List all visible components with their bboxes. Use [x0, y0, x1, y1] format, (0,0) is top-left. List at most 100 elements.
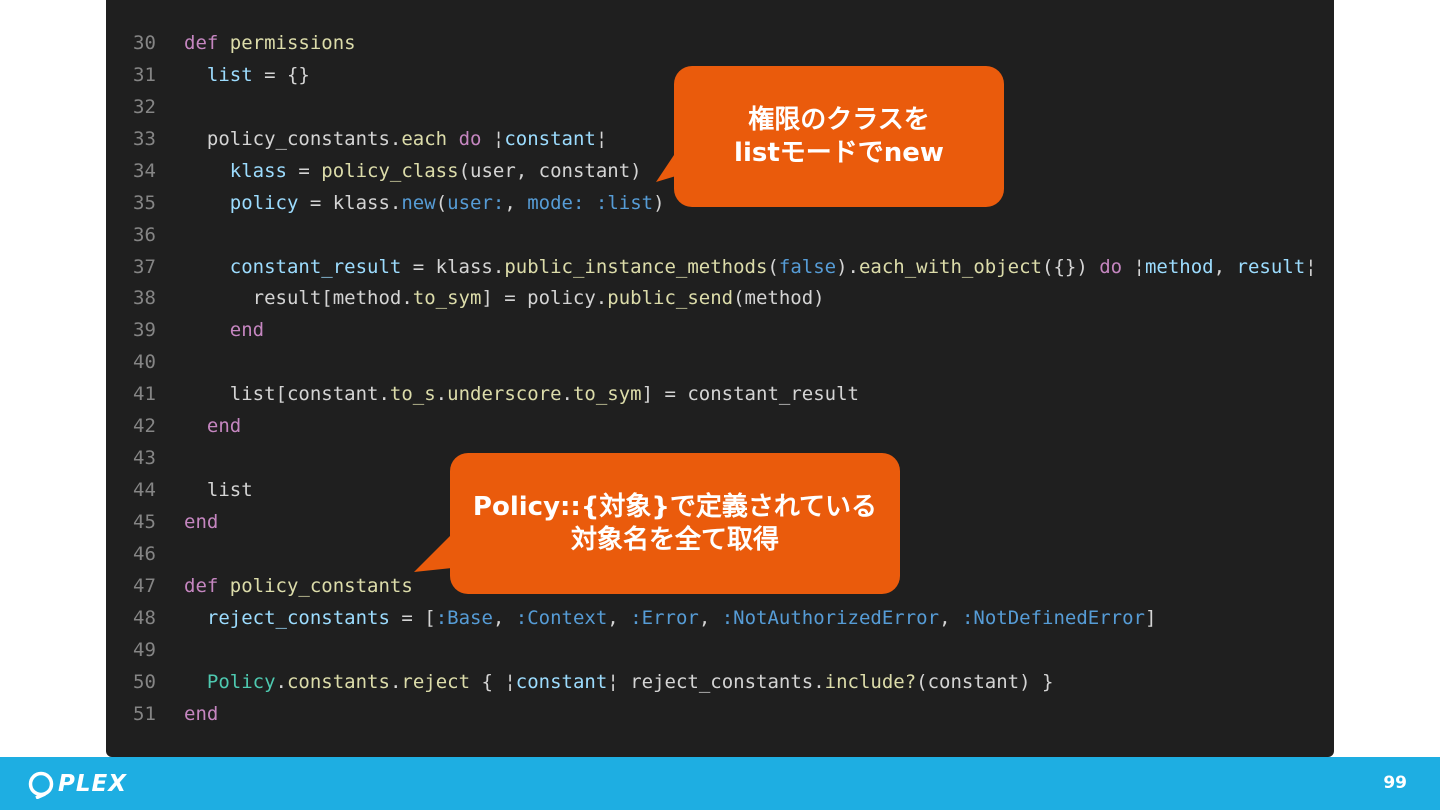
- code-token: policy: [229, 191, 299, 214]
- callout-line: Policy::{対象}で定義されている: [472, 491, 878, 522]
- line-number: 43: [133, 447, 156, 470]
- code-token: [184, 671, 207, 693]
- callout-pointer: [656, 152, 676, 182]
- code-token: [218, 575, 229, 597]
- line-number: 38: [133, 287, 156, 310]
- code-text: policy_constants.each do ¦constant¦: [184, 123, 607, 155]
- code-text: list = {}: [184, 59, 310, 91]
- code-text: result[method.to_sym] = policy.public_se…: [184, 282, 825, 314]
- line-number: 31: [133, 63, 156, 86]
- code-token: do: [458, 127, 482, 150]
- code-token: =: [286, 159, 322, 182]
- code-token: list: [206, 63, 253, 86]
- code-token: end: [184, 702, 219, 725]
- code-token: permissions: [229, 32, 356, 54]
- line-number: 44: [133, 479, 156, 502]
- footer-bar: PLEX 99: [0, 757, 1440, 810]
- code-token: [184, 319, 230, 341]
- code-token: result: [1236, 255, 1306, 278]
- code-token: to_sym: [412, 287, 482, 310]
- code-token: Policy: [206, 670, 276, 693]
- code-token: .: [275, 670, 287, 693]
- code-token: list[constant.: [184, 383, 390, 406]
- code-token: def: [184, 574, 219, 597]
- line-number: 30: [133, 32, 156, 54]
- code-line: 49: [106, 634, 1334, 666]
- code-token: [184, 607, 207, 629]
- code-token: ,: [492, 606, 516, 629]
- code-line: 43: [106, 442, 1334, 474]
- code-token: constant: [515, 670, 608, 693]
- line-number: 48: [133, 606, 156, 629]
- line-number: 42: [133, 415, 156, 438]
- code-token: ).: [836, 255, 859, 278]
- line-number: 33: [133, 127, 156, 150]
- code-text: list: [184, 474, 253, 506]
- code-line: 48 reject_constants = [:Base, :Context, …: [106, 602, 1334, 634]
- code-line: 40: [106, 346, 1334, 378]
- code-token: end: [206, 415, 242, 438]
- code-line: 42 end: [106, 410, 1334, 442]
- code-token: ,: [1213, 255, 1237, 278]
- code-line: 44 list: [106, 474, 1334, 506]
- code-token: ]: [1144, 606, 1157, 629]
- code-text: klass = policy_class(user, constant): [184, 155, 642, 187]
- code-line: 41 list[constant.to_s.underscore.to_sym]…: [106, 378, 1334, 410]
- plex-logo: PLEX: [26, 769, 127, 799]
- code-text: list[constant.to_s.underscore.to_sym] = …: [184, 378, 859, 410]
- line-number: 40: [133, 351, 156, 374]
- code-token: public_instance_methods: [504, 255, 768, 278]
- code-token: [184, 415, 207, 437]
- code-line: 39 end: [106, 314, 1334, 346]
- code-token: ¦: [1122, 255, 1145, 278]
- code-token: = klass.: [401, 255, 505, 278]
- code-token: [584, 192, 595, 214]
- code-text: reject_constants = [:Base, :Context, :Er…: [184, 602, 1157, 634]
- callout-line: listモードでnew: [734, 137, 944, 168]
- code-token: ,: [504, 191, 528, 214]
- code-token: [184, 64, 207, 86]
- code-token: = klass.: [298, 191, 402, 214]
- code-token: ,: [698, 606, 722, 629]
- code-token: ¦ reject_constants.: [607, 670, 825, 693]
- line-number: 37: [133, 255, 156, 278]
- code-token: .: [389, 670, 402, 693]
- code-text: def policy_constants: [184, 570, 413, 602]
- code-text: end: [184, 410, 241, 442]
- code-token: ,: [939, 606, 962, 629]
- code-token: end: [229, 319, 265, 342]
- line-number: 36: [133, 223, 156, 246]
- callout-line: 対象名を全て取得: [570, 524, 779, 555]
- code-token: list: [184, 479, 253, 502]
- code-token: result[method.: [184, 287, 413, 310]
- code-token: ¦: [1305, 255, 1317, 278]
- code-token: underscore: [447, 383, 562, 406]
- code-token: :NotAuthorizedError: [721, 606, 940, 629]
- code-line: 51 end: [106, 698, 1334, 730]
- code-token: = {}: [252, 63, 310, 86]
- code-token: include?: [824, 670, 917, 693]
- code-token: (constant) }: [916, 670, 1054, 693]
- line-number: 46: [133, 542, 156, 565]
- code-token: do: [1099, 255, 1123, 278]
- code-token: :Base: [435, 606, 493, 629]
- code-token: each: [401, 127, 448, 150]
- code-token: user:: [447, 191, 505, 214]
- callout-line: 権限のクラスを: [748, 104, 930, 135]
- code-token: :NotDefinedError: [961, 606, 1145, 629]
- code-token: ({}): [1042, 255, 1100, 278]
- logo-text: PLEX: [58, 771, 127, 797]
- code-text: end: [184, 314, 264, 346]
- line-number: 51: [133, 702, 156, 725]
- code-token: constants: [286, 670, 390, 693]
- code-text: end: [184, 698, 218, 730]
- code-token: constant: [504, 127, 596, 150]
- line-number: 39: [133, 319, 156, 342]
- code-token: ): [653, 191, 665, 214]
- code-line: 37 constant_result = klass.public_instan…: [106, 251, 1334, 283]
- code-token: mode:: [527, 191, 585, 214]
- code-token: (: [435, 191, 448, 214]
- code-token: to_s: [389, 383, 436, 406]
